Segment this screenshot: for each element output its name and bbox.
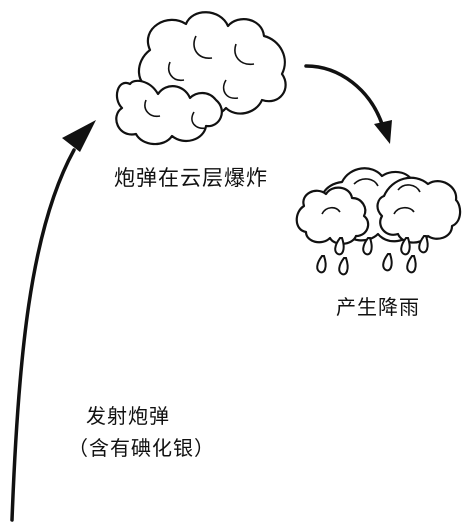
silver-iodide-label: （含有碘化银） <box>68 436 215 460</box>
rain-drop <box>400 237 411 256</box>
rain-label: 产生降雨 <box>336 295 420 319</box>
rain-drop <box>316 255 327 274</box>
rain-drop <box>406 255 417 274</box>
shell-explodes-label: 炮弹在云层爆炸 <box>114 166 268 190</box>
rain-drops <box>316 235 429 276</box>
cumulus-cloud-icon <box>115 11 287 146</box>
launch-shell-label: 发射炮弹 <box>86 404 170 428</box>
rain-drop <box>382 253 393 272</box>
rain-drop <box>362 237 373 256</box>
rain-drop <box>418 235 429 254</box>
process-arrow <box>304 64 392 144</box>
rain-cloud-icon <box>295 167 462 245</box>
rain-drop <box>338 257 349 276</box>
rain-drop <box>334 237 345 256</box>
launch-arrow <box>10 120 96 522</box>
